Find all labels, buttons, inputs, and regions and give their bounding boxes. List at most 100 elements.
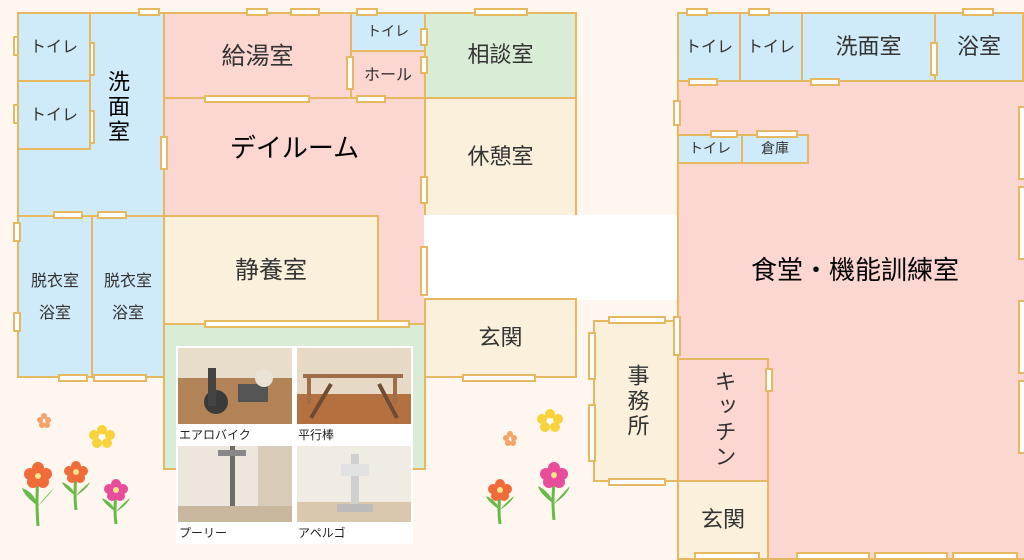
window [710,130,738,138]
room-seiyoshitsu: 静養室 [163,215,379,325]
door [160,136,168,170]
caption-apergo: アペルゴ [298,526,346,540]
room-bath-right: 浴室 [934,12,1024,82]
window [13,222,21,242]
room-changing-bath-2: 脱衣室 浴室 [91,215,165,378]
room-label-group: 脱衣室 浴室 [104,269,152,325]
door [930,42,938,76]
caption-parallel-bars: 平行棒 [298,428,335,442]
window [1018,300,1024,374]
window [962,8,994,16]
door [420,176,428,204]
room-genkan-left: 玄関 [424,298,577,378]
room-label: 浴室 [38,302,71,322]
pulley-image [178,446,292,522]
room-label: トイレ [684,37,733,56]
window [686,8,708,16]
window [748,8,770,16]
door [588,404,596,462]
door [420,56,428,74]
room-label: 玄関 [700,507,745,533]
room-toilet-6: トイレ [677,134,743,164]
room-label: トイレ [29,37,78,56]
window [796,552,870,560]
window [356,95,386,103]
washroom-label-wrap: 洗面室 [100,70,133,149]
room-label: トイレ [29,105,78,124]
room-label: 洗面室 [835,34,902,60]
room-label: 浴室 [111,302,144,322]
room-toilet-4: トイレ [677,12,741,82]
flower-decoration-center [486,409,570,525]
room-label: トイレ [367,23,409,40]
room-toilet-1b: トイレ [17,12,91,82]
room-toilet-3: トイレ [350,12,426,52]
door [420,28,428,46]
room-label: 玄関 [478,325,523,351]
door [765,368,773,392]
window [874,552,948,560]
window [608,316,666,324]
window [138,8,160,16]
apergo-image [297,446,411,522]
window [1018,186,1024,260]
door [673,100,681,126]
room-label: 事務所 [623,363,649,439]
window [290,8,320,16]
room-changing-bath-1: 脱衣室 浴室 [17,215,93,378]
room-label: 洗面室 [104,70,129,145]
equipment-photo-grid: エアロバイク 平行棒 プーリー アペルゴ [176,346,413,544]
window [688,78,718,86]
window [694,552,760,560]
room-label: 休憩室 [467,144,534,170]
caption-pulley: プーリー [179,526,228,540]
door [346,56,354,90]
window [204,320,410,328]
window [952,552,1018,560]
photo-apergo [297,446,411,522]
window [204,95,310,103]
window [462,374,536,382]
room-jimusho: 事務所 [593,320,679,482]
door [673,316,681,356]
room-label: 食堂・機能訓練室 [750,256,959,286]
dayroom-label-wrap: デイルーム [163,130,426,169]
door [420,246,428,296]
window [246,8,268,16]
photo-aerobike [178,348,292,424]
room-label: ホール [363,64,412,84]
room-label: キッチン [710,370,736,470]
room-label: 給湯室 [221,41,294,70]
room-washroom-right: 洗面室 [801,12,936,82]
room-label-group: 脱衣室 浴室 [31,269,79,325]
room-label: デイルーム [229,134,360,164]
window [58,374,88,382]
window [356,8,378,16]
aerobike-image [178,348,292,424]
window [1018,380,1024,454]
window [756,130,798,138]
room-label: 相談室 [467,43,534,68]
caption-aerobike: エアロバイク [179,428,251,442]
room-kyukeishitsu: 休憩室 [424,97,577,217]
window [810,78,840,86]
room-label: トイレ [746,37,795,56]
flower-decoration-left [22,413,130,527]
room-souko: 倉庫 [741,134,809,164]
door [588,332,596,380]
room-label: 静養室 [235,256,307,284]
shokudo-label-wrap: 食堂・機能訓練室 [690,252,1020,291]
window [93,374,147,382]
photo-parallel-bars [297,348,411,424]
window [13,312,21,332]
room-hall: ホール [350,50,426,99]
corridor [424,215,679,300]
window [1018,106,1024,180]
room-kitchen: キッチン [677,358,769,482]
parallel-bars-image [297,348,411,424]
photo-pulley [178,446,292,522]
room-label: 浴室 [956,34,1001,60]
room-kyutoshitsu: 給湯室 [163,12,352,99]
room-toilet-5: トイレ [739,12,803,82]
room-label: 倉庫 [761,140,789,157]
